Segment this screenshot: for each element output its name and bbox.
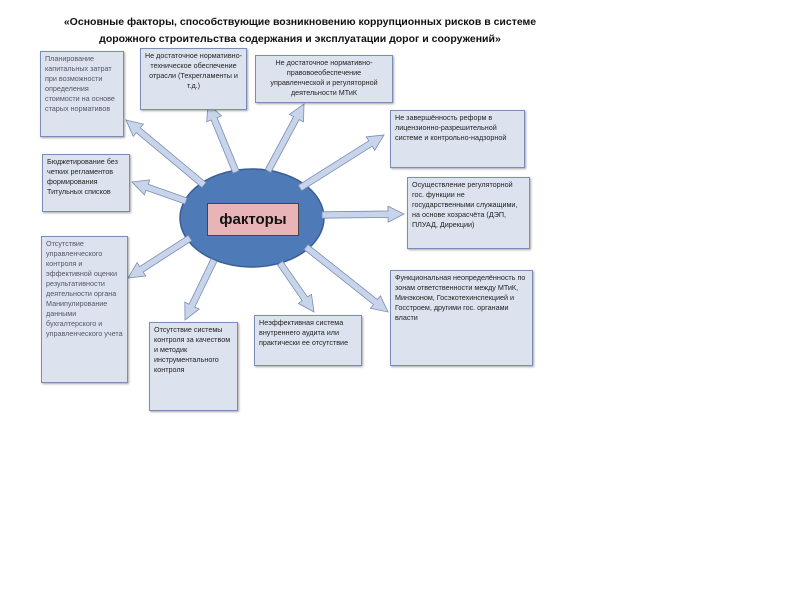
factor-box-management-control: Отсутствие управленческого контроля и эф…	[41, 236, 128, 383]
arrow-to-legal-regulation	[264, 103, 305, 174]
arrow-to-licensing-reform	[297, 134, 385, 192]
factor-box-technical-regulation: Не достаточное нормативно-техническое об…	[140, 48, 247, 110]
diagram-title: «Основные факторы, способствующие возник…	[63, 16, 537, 45]
arrow-to-non-state-servants	[321, 205, 405, 223]
arrow-to-management-control	[127, 234, 193, 279]
arrow-group	[125, 103, 405, 321]
arrow-to-capital-planning	[125, 119, 207, 189]
factor-box-functional-ambiguity: Функциональная неопределённость по зонам…	[390, 270, 533, 366]
arrow-to-quality-control	[184, 258, 218, 321]
factor-box-capital-planning: Планирование капитальных затрат при возм…	[40, 51, 124, 137]
factor-box-non-state-servants: Осуществление регуляторной гос. функции …	[407, 177, 530, 249]
factor-box-licensing-reform: Не завершённость реформ в лицензионно-ра…	[390, 110, 525, 168]
factor-box-budgeting: Бюджетирование без четких регламентов фо…	[42, 154, 130, 212]
factor-box-quality-control: Отсутствие системы контроля за качеством…	[149, 322, 238, 411]
arrow-to-budgeting	[131, 179, 188, 205]
arrow-to-functional-ambiguity	[303, 243, 389, 313]
factor-box-legal-regulation: Не достаточное нормативно-правовоеобеспе…	[255, 55, 393, 103]
arrow-to-technical-regulation	[206, 103, 240, 174]
factor-box-internal-audit: Неэффективная система внутреннего аудита…	[254, 315, 362, 366]
arrow-to-internal-audit	[276, 260, 315, 313]
center-label: факторы	[207, 203, 299, 236]
